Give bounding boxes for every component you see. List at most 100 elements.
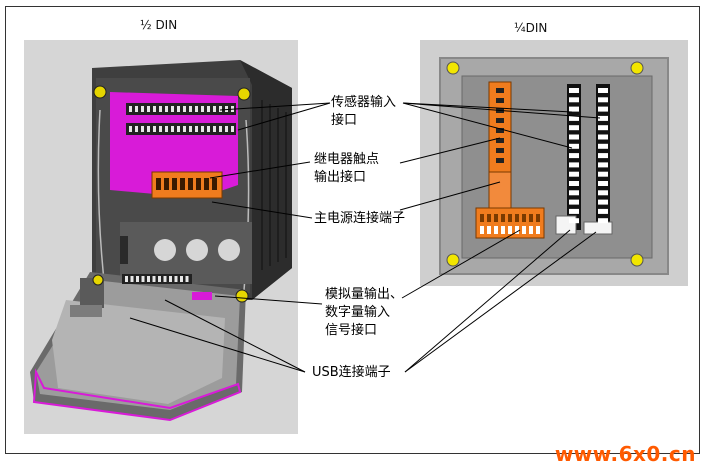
terminal-pin bbox=[496, 128, 504, 133]
screw-icon bbox=[237, 87, 251, 101]
quarter-din-title: ¼DIN bbox=[514, 21, 548, 35]
terminal-pin bbox=[225, 106, 228, 112]
terminal-pin bbox=[569, 88, 579, 93]
terminal-pin bbox=[598, 218, 608, 224]
terminal-pin bbox=[598, 162, 608, 168]
terminal-pin bbox=[569, 134, 579, 140]
terminal-pin bbox=[598, 106, 608, 112]
terminal-pin bbox=[169, 276, 172, 282]
terminal-pin bbox=[569, 97, 579, 103]
screw-icon bbox=[630, 253, 644, 267]
terminal-pin bbox=[204, 178, 209, 190]
terminal-pin bbox=[201, 106, 204, 112]
terminal-pin bbox=[569, 153, 579, 159]
terminal-pin bbox=[219, 106, 222, 112]
screw-icon bbox=[446, 61, 460, 75]
terminal-pin bbox=[219, 126, 222, 132]
terminal-pin bbox=[569, 199, 579, 205]
terminal-pin bbox=[536, 214, 540, 222]
terminal-pin bbox=[569, 208, 579, 214]
screw-icon bbox=[93, 85, 107, 99]
terminal-pin bbox=[183, 126, 186, 132]
terminal-pin bbox=[496, 98, 504, 103]
terminal-pin bbox=[569, 171, 579, 177]
terminal-pin bbox=[598, 208, 608, 214]
terminal-pin bbox=[125, 276, 128, 282]
terminal-pin bbox=[180, 276, 183, 282]
terminal-pin bbox=[522, 226, 526, 234]
terminal-pin bbox=[180, 178, 185, 190]
terminal-pin bbox=[153, 106, 156, 112]
terminal-pin bbox=[598, 190, 608, 196]
terminal-pin bbox=[496, 138, 504, 143]
terminal-pin bbox=[174, 276, 178, 282]
terminal-pin bbox=[189, 106, 192, 112]
terminal-pin bbox=[213, 106, 216, 112]
cable-entry-panel bbox=[120, 222, 252, 284]
terminal-pin bbox=[598, 115, 608, 121]
terminal-pin bbox=[501, 214, 505, 222]
terminal-pin bbox=[569, 143, 579, 149]
terminal-pin bbox=[185, 276, 189, 282]
terminal-pin bbox=[529, 226, 533, 234]
terminal-pin bbox=[201, 126, 204, 132]
half-din-title: ½ DIN bbox=[140, 18, 178, 32]
terminal-pin bbox=[207, 106, 210, 112]
terminal-pin bbox=[165, 126, 168, 132]
terminal-pin bbox=[141, 106, 144, 112]
terminal-pin bbox=[129, 126, 132, 132]
terminal-pin bbox=[196, 178, 201, 190]
terminal-pin bbox=[598, 153, 608, 159]
terminal-pin bbox=[496, 88, 504, 93]
terminal-pin bbox=[598, 181, 608, 186]
terminal-pin bbox=[177, 106, 180, 112]
terminal-pin bbox=[147, 126, 150, 132]
terminal-pin bbox=[159, 106, 162, 112]
screw-icon bbox=[235, 289, 249, 303]
relay-output-label: 继电器触点 输出接口 bbox=[314, 152, 380, 185]
terminal-pin bbox=[529, 214, 533, 222]
terminal-pin bbox=[598, 143, 608, 149]
main-power-label: 主电源连接端子 bbox=[314, 211, 406, 226]
usb-label: USB连接端子 bbox=[312, 365, 391, 380]
terminal-pin bbox=[515, 226, 519, 234]
terminal-pin bbox=[598, 97, 608, 103]
terminal-pin bbox=[494, 226, 498, 234]
terminal-pin bbox=[496, 158, 504, 163]
terminal-pin bbox=[496, 118, 504, 123]
terminal-pin bbox=[515, 214, 519, 222]
terminal-pin bbox=[225, 126, 228, 132]
terminal-pin bbox=[163, 276, 167, 282]
terminal-pin bbox=[141, 276, 145, 282]
leader-lines bbox=[129, 102, 601, 373]
terminal-pin bbox=[501, 226, 505, 234]
terminal-pin bbox=[177, 126, 180, 132]
terminal-pin bbox=[164, 178, 169, 190]
terminal-pin bbox=[135, 106, 138, 112]
terminal-pin bbox=[195, 106, 198, 112]
terminal-pin bbox=[171, 126, 174, 132]
terminal-pin bbox=[569, 125, 579, 131]
terminal-pin bbox=[141, 126, 144, 132]
terminal-pin bbox=[569, 190, 579, 196]
sensor-input-label: 传感器输入 接口 bbox=[331, 95, 397, 128]
terminal-pin bbox=[147, 106, 150, 112]
terminal-pin bbox=[172, 178, 177, 190]
terminal-pin bbox=[569, 181, 579, 186]
terminal-pin bbox=[494, 214, 498, 222]
terminal-pin bbox=[487, 226, 491, 234]
terminal-pin bbox=[171, 106, 174, 112]
screw-icon bbox=[630, 61, 644, 75]
terminal-pin bbox=[130, 276, 134, 282]
screw-icon bbox=[92, 274, 104, 286]
terminal-pin bbox=[212, 178, 217, 190]
terminal-pin bbox=[183, 106, 186, 112]
terminal-pin bbox=[152, 276, 156, 282]
terminal-pin bbox=[536, 226, 540, 234]
terminal-pin bbox=[213, 126, 216, 132]
terminal-pin bbox=[598, 199, 608, 205]
terminal-pin bbox=[508, 214, 512, 222]
analog-digital-label: 模拟量输出、 数字量输入 信号接口 bbox=[325, 287, 404, 338]
terminal-pin bbox=[569, 115, 579, 121]
